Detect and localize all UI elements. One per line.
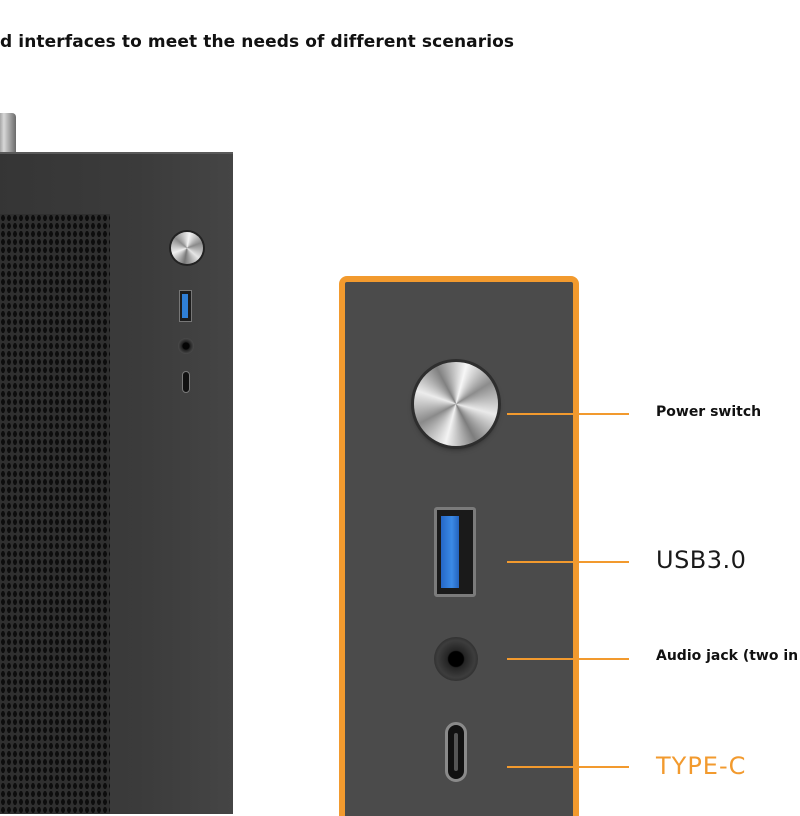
case-handle <box>0 113 16 157</box>
case-audio-jack-icon <box>178 338 194 354</box>
label-type-c: TYPE-C <box>656 752 747 780</box>
case-usb-port-icon <box>179 290 192 322</box>
label-power-switch: Power switch <box>656 404 762 420</box>
label-audio-jack: Audio jack (two in <box>656 648 799 664</box>
usb-port-blue-tongue <box>441 516 459 588</box>
case-type-c-port-icon <box>182 371 190 393</box>
case-power-button-icon <box>171 232 203 264</box>
audio-jack-icon <box>434 637 478 681</box>
callout-line-power <box>507 413 629 415</box>
type-c-port-inner <box>454 733 458 771</box>
label-usb: USB3.0 <box>656 546 747 574</box>
callout-line-usb <box>507 561 629 563</box>
power-button-icon <box>414 362 498 446</box>
callout-line-audio <box>507 658 629 660</box>
headline: d interfaces to meet the needs of differ… <box>0 32 515 52</box>
case-mesh-grille <box>0 214 110 814</box>
callout-line-typec <box>507 766 629 768</box>
pc-case-front <box>0 152 233 814</box>
